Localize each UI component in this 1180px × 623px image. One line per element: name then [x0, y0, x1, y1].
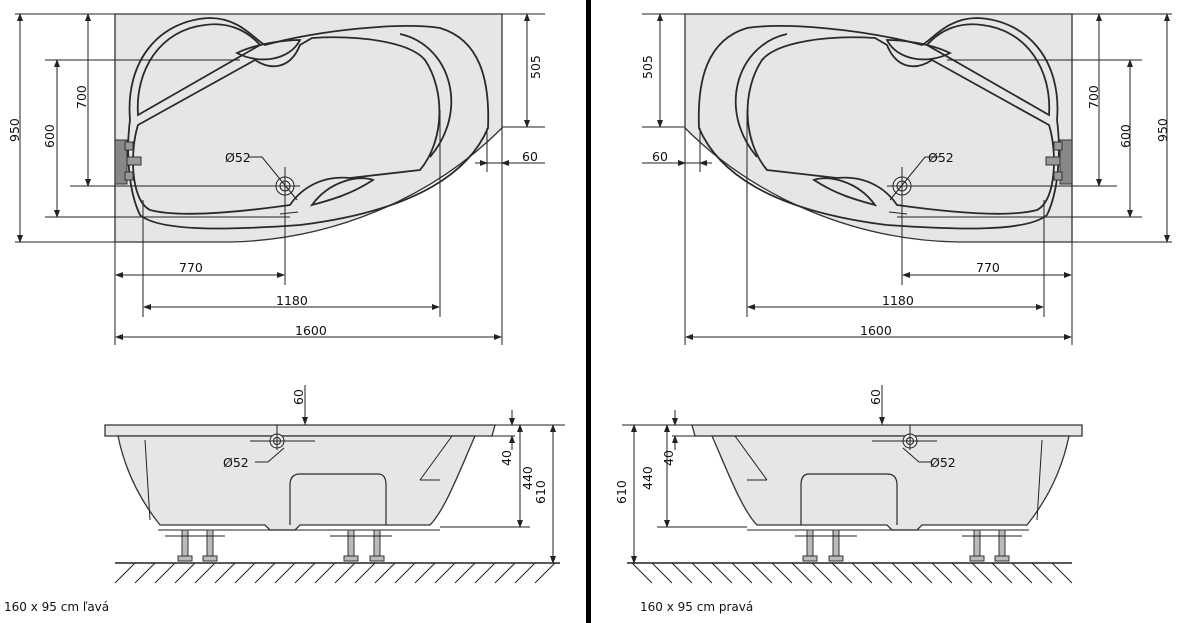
dim-505: 505 — [640, 55, 655, 79]
side-dim-440: 440 — [640, 466, 655, 490]
dim-600: 600 — [1118, 124, 1133, 148]
side-dim-40: 40 — [499, 450, 514, 466]
side-dim-60: 60 — [868, 389, 883, 405]
side-dim-60: 60 — [291, 389, 306, 405]
dim-950: 950 — [7, 118, 22, 142]
dim-700: 700 — [1086, 85, 1101, 109]
drain-label: Ø52 — [928, 150, 954, 165]
dim-60: 60 — [522, 149, 538, 164]
side-dim-610: 610 — [614, 480, 629, 504]
dim-950: 950 — [1155, 118, 1170, 142]
dim-1180: 1180 — [882, 293, 914, 308]
dim-1600: 1600 — [295, 323, 327, 338]
dim-1180: 1180 — [276, 293, 308, 308]
dim-1600: 1600 — [860, 323, 892, 338]
dim-700: 700 — [74, 85, 89, 109]
side-drain-label: Ø52 — [930, 455, 956, 470]
dim-770: 770 — [976, 260, 1000, 275]
side-dim-610: 610 — [533, 480, 548, 504]
side-drain-label: Ø52 — [223, 455, 249, 470]
dim-60: 60 — [652, 149, 668, 164]
drain-label: Ø52 — [225, 150, 251, 165]
left-caption: 160 x 95 cm ľavá — [4, 600, 109, 614]
dim-770: 770 — [179, 260, 203, 275]
right-caption: 160 x 95 cm pravá — [640, 600, 753, 614]
dim-600: 600 — [42, 124, 57, 148]
side-dim-440: 440 — [520, 466, 535, 490]
side-dim-40: 40 — [661, 450, 676, 466]
panel-divider — [586, 0, 591, 623]
dim-505: 505 — [528, 55, 543, 79]
